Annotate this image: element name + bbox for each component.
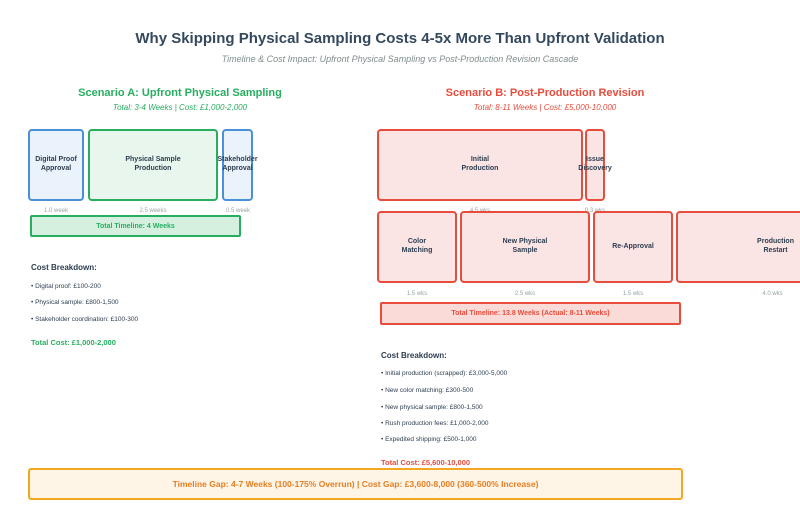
stage-stakeholder-approval: Stakeholder Approval (217, 129, 258, 201)
stage-duration: 1.5 wks (622, 291, 644, 297)
stage-color-matching: Color Matching (377, 211, 457, 283)
stage-duration: 1.0 week (43, 208, 68, 214)
scenario-b-cost-title: Cost Breakdown: (381, 351, 447, 360)
stage-initial-production: Initial Production (377, 129, 583, 201)
scenario-b-total-timeline: Total Timeline: 13.8 Weeks (Actual: 8-11… (380, 302, 681, 325)
stage-label: Stakeholder Approval (217, 156, 258, 172)
stage-duration: 1.5 wks (406, 291, 428, 297)
cost-item: • Initial production (scrapped): £3,000-… (381, 370, 508, 377)
cost-item: • Rush production fees: £1,000-2,000 (381, 420, 489, 427)
cost-item: • Physical sample: £800-1,500 (31, 299, 119, 306)
stage-re-approval: Re-Approval (593, 211, 673, 283)
scenario-a-subtitle: Total: 3-4 Weeks | Cost: £1,000-2,000 (112, 103, 248, 112)
scenario-a-total-timeline: Total Timeline: 4 Weeks (30, 215, 241, 237)
stage-physical-sample: Physical Sample Production (88, 129, 218, 201)
stage-production-restart: Production Restart (676, 211, 800, 283)
stage-issue-discovery: Issue Discovery (578, 129, 612, 201)
stage-label: Issue Discovery (578, 156, 612, 172)
stage-label: Digital Proof Approval (35, 156, 77, 172)
cost-item: • New color matching: £300-500 (381, 387, 474, 394)
cost-item: • Expedited shipping: £500-1,000 (381, 436, 477, 443)
stage-label: Production Restart (757, 238, 794, 254)
gap-summary-banner: Timeline Gap: 4-7 Weeks (100-175% Overru… (28, 468, 683, 500)
scenario-a-cost-title: Cost Breakdown: (31, 263, 97, 272)
stage-duration: 2.5 wks (514, 291, 536, 297)
stage-duration: 0.5 week (225, 208, 250, 214)
cost-item: • Stakeholder coordination: £100-300 (31, 316, 139, 323)
stage-label: New Physical Sample (502, 238, 548, 254)
stage-new-physical-sample: New Physical Sample (460, 211, 590, 283)
stage-duration: 2.5 weeks (139, 208, 167, 214)
scenario-b-total-cost: Total Cost: £5,600-10,000 (381, 458, 471, 467)
scenario-b-subtitle: Total: 8-11 Weeks | Cost: £5,000-10,000 (473, 103, 617, 112)
cost-item: • New physical sample: £800-1,500 (381, 404, 483, 411)
stage-label: Initial Production (461, 156, 499, 172)
stage-label: Physical Sample Production (125, 156, 181, 172)
stage-label: Re-Approval (612, 242, 654, 250)
stage-duration: 4.0 wks (762, 291, 783, 297)
stage-digital-proof: Digital Proof Approval (28, 129, 84, 201)
scenario-b-title: Scenario B: Post-Production Revision (445, 87, 645, 99)
stage-label: Color Matching (401, 238, 433, 254)
scenario-a-total-cost: Total Cost: £1,000-2,000 (31, 338, 116, 347)
diagram-title: Why Skipping Physical Sampling Costs 4-5… (135, 30, 665, 47)
cost-item: • Digital proof: £100-200 (31, 283, 101, 290)
scenario-a-title: Scenario A: Upfront Physical Sampling (78, 87, 282, 99)
diagram-subtitle: Timeline & Cost Impact: Upfront Physical… (221, 54, 579, 64)
